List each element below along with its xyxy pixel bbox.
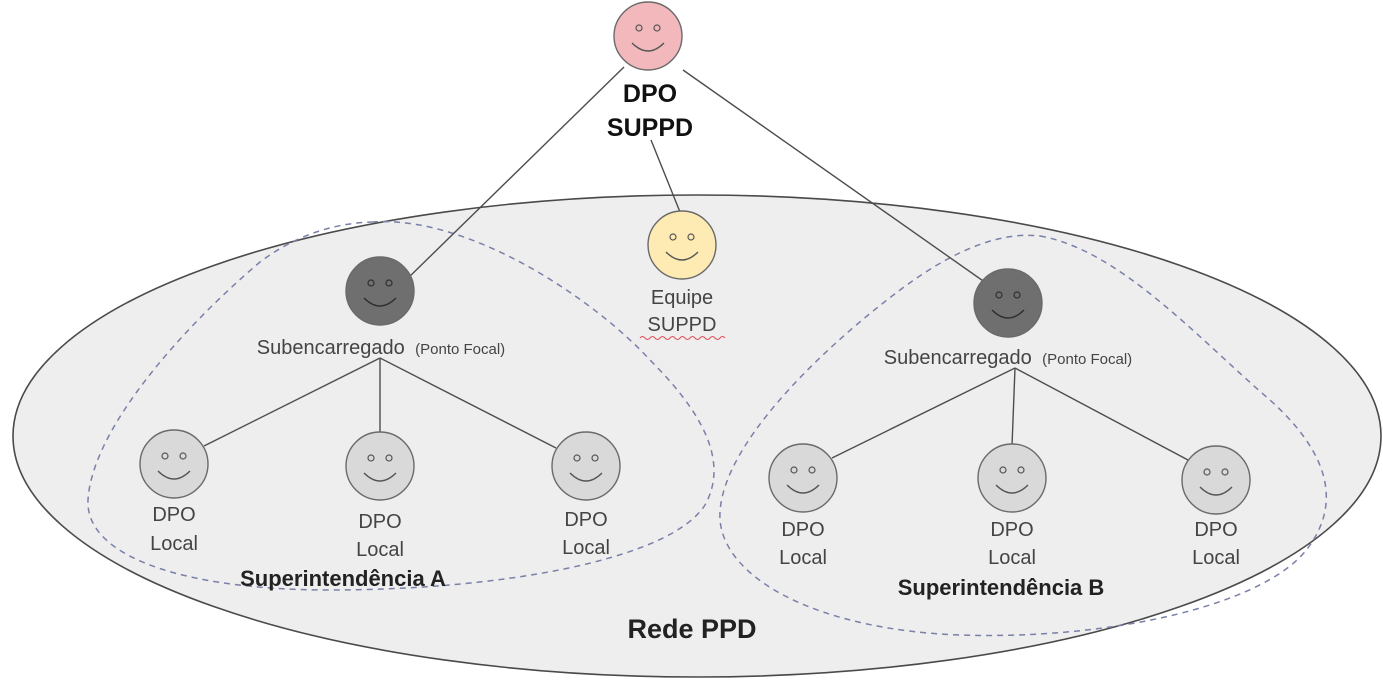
edge-top-to-team <box>650 139 681 213</box>
top-node-line2: SUPPD <box>607 114 693 142</box>
local-node: DPO Local <box>551 431 621 559</box>
local-node: DPO Local <box>1181 445 1251 569</box>
focal-label: Subencarregado (Ponto Focal) <box>884 347 1132 369</box>
smiley-icon <box>551 431 621 501</box>
local-line2: Local <box>779 547 827 569</box>
local-line1: DPO <box>564 509 607 531</box>
smiley-icon <box>345 256 415 326</box>
smiley-icon <box>977 443 1047 513</box>
network-label: Rede PPD <box>627 614 756 644</box>
local-line2: Local <box>988 547 1036 569</box>
edge-focal-a-to-local-1 <box>203 357 381 447</box>
smiley-icon <box>613 1 683 71</box>
edge-top-to-focal-a <box>405 66 625 281</box>
group-a-boundary <box>87 220 715 591</box>
edge-top-to-focal-b <box>682 69 997 291</box>
group-b-title: Superintendência B <box>898 575 1105 600</box>
focal-node-a: Subencarregado (Ponto Focal) <box>257 256 505 359</box>
local-line2: Local <box>356 539 404 561</box>
focal-label: Subencarregado (Ponto Focal) <box>257 337 505 359</box>
smiley-icon <box>647 210 717 280</box>
local-node: DPO Local <box>345 431 415 561</box>
smiley-icon <box>973 268 1043 338</box>
local-line2: Local <box>1192 547 1240 569</box>
edge-focal-b-to-local-2 <box>1011 367 1016 447</box>
edge-focal-b-to-local-1 <box>831 367 1016 459</box>
spellcheck-underline <box>639 336 726 340</box>
team-node-line1: Equipe <box>651 287 713 309</box>
top-node-line1: DPO <box>623 80 677 108</box>
edge-focal-a-to-local-3 <box>379 357 557 449</box>
focal-node-b: Subencarregado (Ponto Focal) <box>884 268 1132 369</box>
local-node: DPO Local <box>139 429 209 555</box>
team-node-line2: SUPPD <box>648 314 717 336</box>
team-node: Equipe SUPPD <box>639 210 726 340</box>
group-a-title: Superintendência A <box>240 566 446 591</box>
local-line2: Local <box>150 533 198 555</box>
group-a: Subencarregado (Ponto Focal) DPO Local D… <box>139 256 621 591</box>
local-node: DPO Local <box>977 443 1047 569</box>
group-b: Subencarregado (Ponto Focal) DPO Local D… <box>768 268 1251 600</box>
smiley-icon <box>139 429 209 499</box>
smiley-icon <box>345 431 415 501</box>
edge-focal-b-to-local-3 <box>1014 367 1189 461</box>
local-line1: DPO <box>358 511 401 533</box>
local-line1: DPO <box>1194 519 1237 541</box>
top-node: DPO SUPPD <box>607 1 693 142</box>
local-line1: DPO <box>990 519 1033 541</box>
local-node: DPO Local <box>768 443 838 569</box>
local-line1: DPO <box>152 504 195 526</box>
local-line1: DPO <box>781 519 824 541</box>
local-line2: Local <box>562 537 610 559</box>
smiley-icon <box>1181 445 1251 515</box>
smiley-icon <box>768 443 838 513</box>
